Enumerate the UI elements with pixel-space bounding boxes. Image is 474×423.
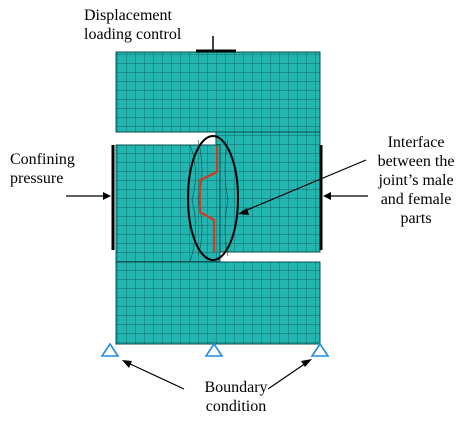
right-pressure-arrowhead [323,192,331,200]
left-pressure-arrowhead [103,192,111,200]
boundary-arrow-right-shaft [267,362,307,390]
boundary-arrow-right-head [301,359,312,367]
support-center [204,342,224,357]
interface-line [198,146,219,252]
confining-pressure-label: Confining pressure [10,151,75,187]
male-part-mesh [215,131,321,253]
boundary-arrow-left-head [122,360,132,368]
support-left [100,342,120,357]
interface-label: Interface between the joint’s male and f… [377,134,455,227]
displacement-label: Displacement loading control [84,7,182,43]
lower-mesh-block [115,261,321,345]
boundary-condition-label: Boundary condition [204,379,268,415]
female-part-mesh [115,144,221,263]
upper-mesh-block [115,51,321,133]
interface-pointer-arrowhead [238,208,249,215]
interface-pointer-arrow [241,159,367,213]
boundary-arrow-left-shaft [127,362,185,390]
support-right [310,342,330,357]
interface-ellipse [187,135,239,261]
